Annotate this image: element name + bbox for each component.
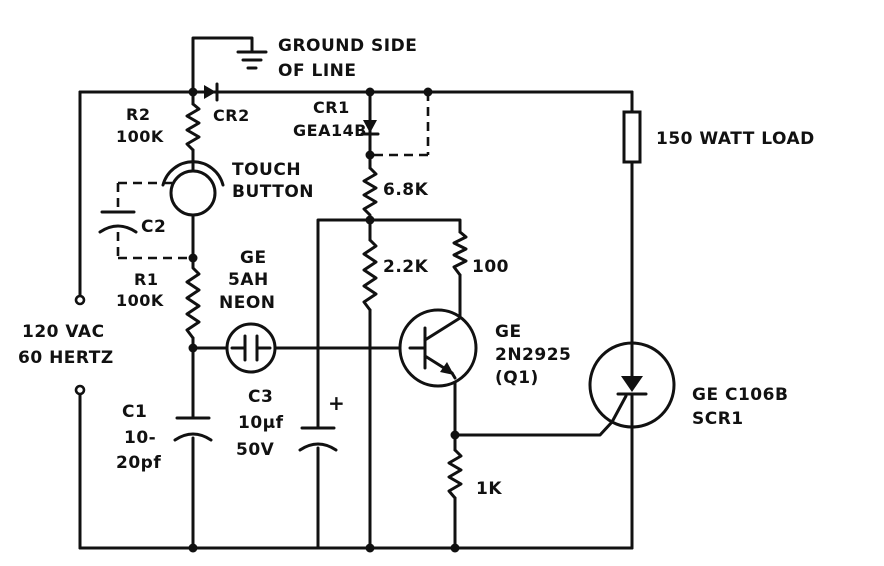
touch-label-line2: BUTTON	[232, 182, 314, 202]
r1-name: R1	[134, 270, 158, 289]
labels: GROUND SIDE OF LINE R2 100K CR2 CR1 GEA1…	[18, 36, 815, 499]
diode-cr1	[360, 110, 380, 142]
load-label: 150 WATT LOAD	[656, 129, 815, 149]
dashed-connections	[116, 92, 430, 260]
supply-terminals	[74, 294, 86, 396]
scr-label-line1: GE C106B	[692, 385, 788, 405]
diode-cr2	[191, 82, 219, 102]
res-1k-label: 1K	[476, 479, 502, 499]
res-100-label: 100	[472, 257, 509, 277]
q1-label-line2: 2N2925	[495, 345, 571, 365]
wires	[78, 36, 634, 550]
res-2-2k-label: 2.2K	[383, 257, 429, 277]
neon-lamp	[225, 322, 277, 374]
c1-name: C1	[122, 402, 147, 422]
c3-polarity: +	[328, 391, 345, 415]
r2-value: 100K	[116, 127, 164, 146]
resistor-1k	[447, 448, 463, 500]
c3-value-line2: 50V	[236, 440, 275, 460]
q1-label-line3: (Q1)	[495, 368, 539, 388]
resistor-2-2k	[362, 238, 378, 312]
scr-label-line2: SCR1	[692, 409, 744, 429]
ground-symbol	[236, 50, 268, 70]
touch-button-symbol	[161, 160, 225, 217]
junction-dots	[188, 87, 460, 553]
resistor-r1	[185, 248, 201, 340]
resistor-6-8k	[362, 166, 378, 222]
supply-label-line1: 120 VAC	[22, 322, 105, 342]
r2-name: R2	[126, 105, 150, 124]
cr2-label: CR2	[213, 106, 250, 125]
c3-value-line1: 10µf	[238, 413, 284, 433]
load-resistor	[622, 110, 642, 164]
capacitor-c1	[173, 416, 213, 442]
res-6-8k-label: 6.8K	[383, 180, 429, 200]
cr1-part: GEA14B	[293, 121, 367, 140]
capacitor-c2	[98, 210, 138, 234]
touch-label-line1: TOUCH	[232, 160, 301, 180]
c2-label: C2	[141, 217, 166, 237]
ground-label-line2: OF LINE	[278, 61, 356, 81]
supply-label-line2: 60 HERTZ	[18, 348, 114, 368]
resistor-r2	[185, 102, 201, 152]
neon-label-line2: 5AH	[228, 270, 269, 290]
cr1-name: CR1	[313, 98, 350, 117]
r1-value: 100K	[116, 291, 164, 310]
ground-label-line1: GROUND SIDE	[278, 36, 417, 56]
capacitor-c3	[298, 426, 338, 452]
neon-label-line3: NEON	[219, 293, 276, 313]
c1-value-line1: 10-	[124, 428, 156, 448]
q1-label-line1: GE	[495, 322, 522, 342]
c3-name: C3	[248, 387, 273, 407]
neon-label-line1: GE	[240, 248, 267, 268]
resistor-100	[452, 230, 468, 277]
scr1	[588, 341, 676, 429]
transistor-q1	[398, 300, 478, 388]
c1-value-line2: 20pf	[116, 453, 161, 473]
